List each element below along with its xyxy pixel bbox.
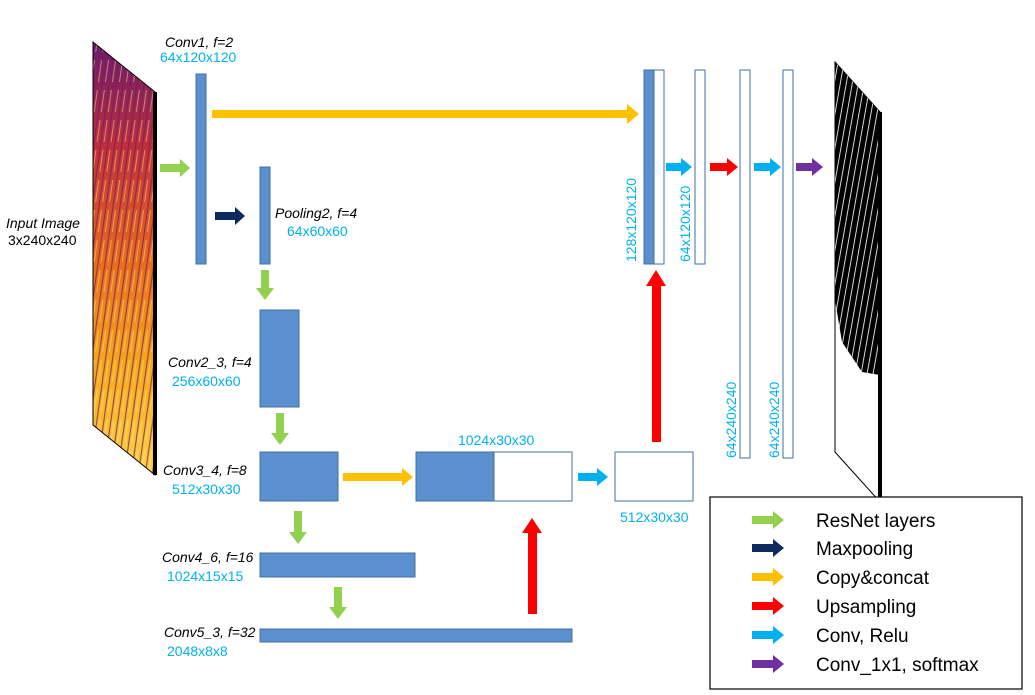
- arrow-resnet-conv2-3-to-conv3-4: [271, 413, 289, 445]
- arrow-resnet-pooling2-to-conv2-3: [256, 270, 274, 300]
- concat120-filled-block: [643, 69, 655, 265]
- legend-box: [709, 496, 1023, 690]
- arrow-upsample-conv120-to-conv240a: [710, 158, 738, 176]
- legend-resnet-arrow: [752, 511, 784, 529]
- conv3-4-block: [259, 451, 339, 502]
- conv4-6-block: [259, 552, 416, 578]
- legend-softmax-label: Conv_1x1, softmax: [816, 655, 979, 676]
- pooling2-block: [259, 166, 271, 265]
- conv2-3-label: Conv2_3, f=4: [168, 354, 252, 370]
- arrow-copy-conv3-4-to-concat30: [343, 468, 413, 486]
- arrow-conv-relu-conv240a-to-conv240b: [754, 158, 781, 176]
- legend-upsample-arrow: [752, 597, 784, 615]
- conv240b-dim: 64x240x240: [766, 381, 782, 458]
- conv120-block: [694, 69, 706, 265]
- conv5-3-block: [259, 628, 573, 643]
- arrow-resnet-conv4-6-to-conv5-3: [329, 587, 347, 619]
- arrow-conv-relu-concat120-to-conv120: [666, 158, 692, 176]
- legend-softmax-arrow: [752, 655, 784, 673]
- conv240b-block: [782, 69, 794, 459]
- conv4-6-dim: 1024x15x15: [167, 568, 244, 584]
- output-segmentation-slab: [834, 60, 882, 504]
- legend-conv-relu-label: Conv, Relu: [816, 626, 909, 647]
- conv2-3-dim: 256x60x60: [172, 373, 241, 389]
- arrow-softmax-conv240b-to-output: [796, 158, 823, 176]
- legend-conv-relu-arrow: [752, 626, 784, 644]
- pooling2-label: Pooling2, f=4: [275, 205, 357, 221]
- legend-copy-arrow: [752, 568, 784, 586]
- pooling2-dim: 64x60x60: [287, 223, 348, 239]
- legend-resnet-label: ResNet layers: [816, 511, 935, 532]
- concat120-empty-block: [653, 69, 665, 265]
- conv3-4-dim: 512x30x30: [172, 481, 241, 497]
- arrow-copy-conv1-to-concat120: [212, 104, 639, 124]
- legend-upsample-label: Upsampling: [816, 597, 916, 618]
- arrow-maxpool-conv1-to-pooling2: [215, 207, 245, 225]
- conv1-label: Conv1, f=2: [165, 34, 233, 50]
- conv1-block: [195, 73, 207, 265]
- conv3-4-label: Conv3_4, f=8: [163, 462, 247, 478]
- concat30-filled-block: [415, 451, 495, 502]
- legend-copy-label: Copy&concat: [816, 568, 930, 589]
- conv5-3-label: Conv5_3, f=32: [164, 624, 256, 640]
- out30-dim: 512x30x30: [620, 509, 689, 525]
- concat30-empty-block: [493, 451, 573, 502]
- legend-maxpool-arrow: [752, 539, 784, 557]
- arrow-upsample-out30-to-concat120: [646, 270, 666, 442]
- conv1-dim: 64x120x120: [160, 49, 237, 65]
- arrow-resnet-conv3-4-to-conv4-6: [289, 511, 307, 544]
- arrow-upsample-conv5-3-to-concat30: [522, 518, 542, 614]
- concat120-dim: 128x120x120: [623, 178, 639, 262]
- legend-maxpool-label: Maxpooling: [816, 539, 913, 560]
- out30-block: [614, 451, 694, 502]
- input-image-slab: [92, 40, 157, 477]
- concat30-dim: 1024x30x30: [458, 432, 535, 448]
- conv240a-block: [739, 69, 751, 459]
- conv5-3-dim: 2048x8x8: [167, 643, 228, 659]
- legend: ResNet layers Maxpooling Copy&concat Ups…: [709, 496, 1023, 690]
- conv120-dim: 64x120x120: [677, 185, 693, 262]
- arrow-conv-relu-concat30-to-out30: [578, 468, 608, 486]
- conv240a-dim: 64x240x240: [723, 381, 739, 458]
- conv4-6-label: Conv4_6, f=16: [162, 549, 254, 565]
- input-image-dim: 3x240x240: [8, 232, 77, 248]
- arrow-resnet-input-to-conv1: [160, 159, 190, 177]
- conv2-3-block: [259, 309, 300, 408]
- input-image-label: Input Image: [6, 215, 80, 231]
